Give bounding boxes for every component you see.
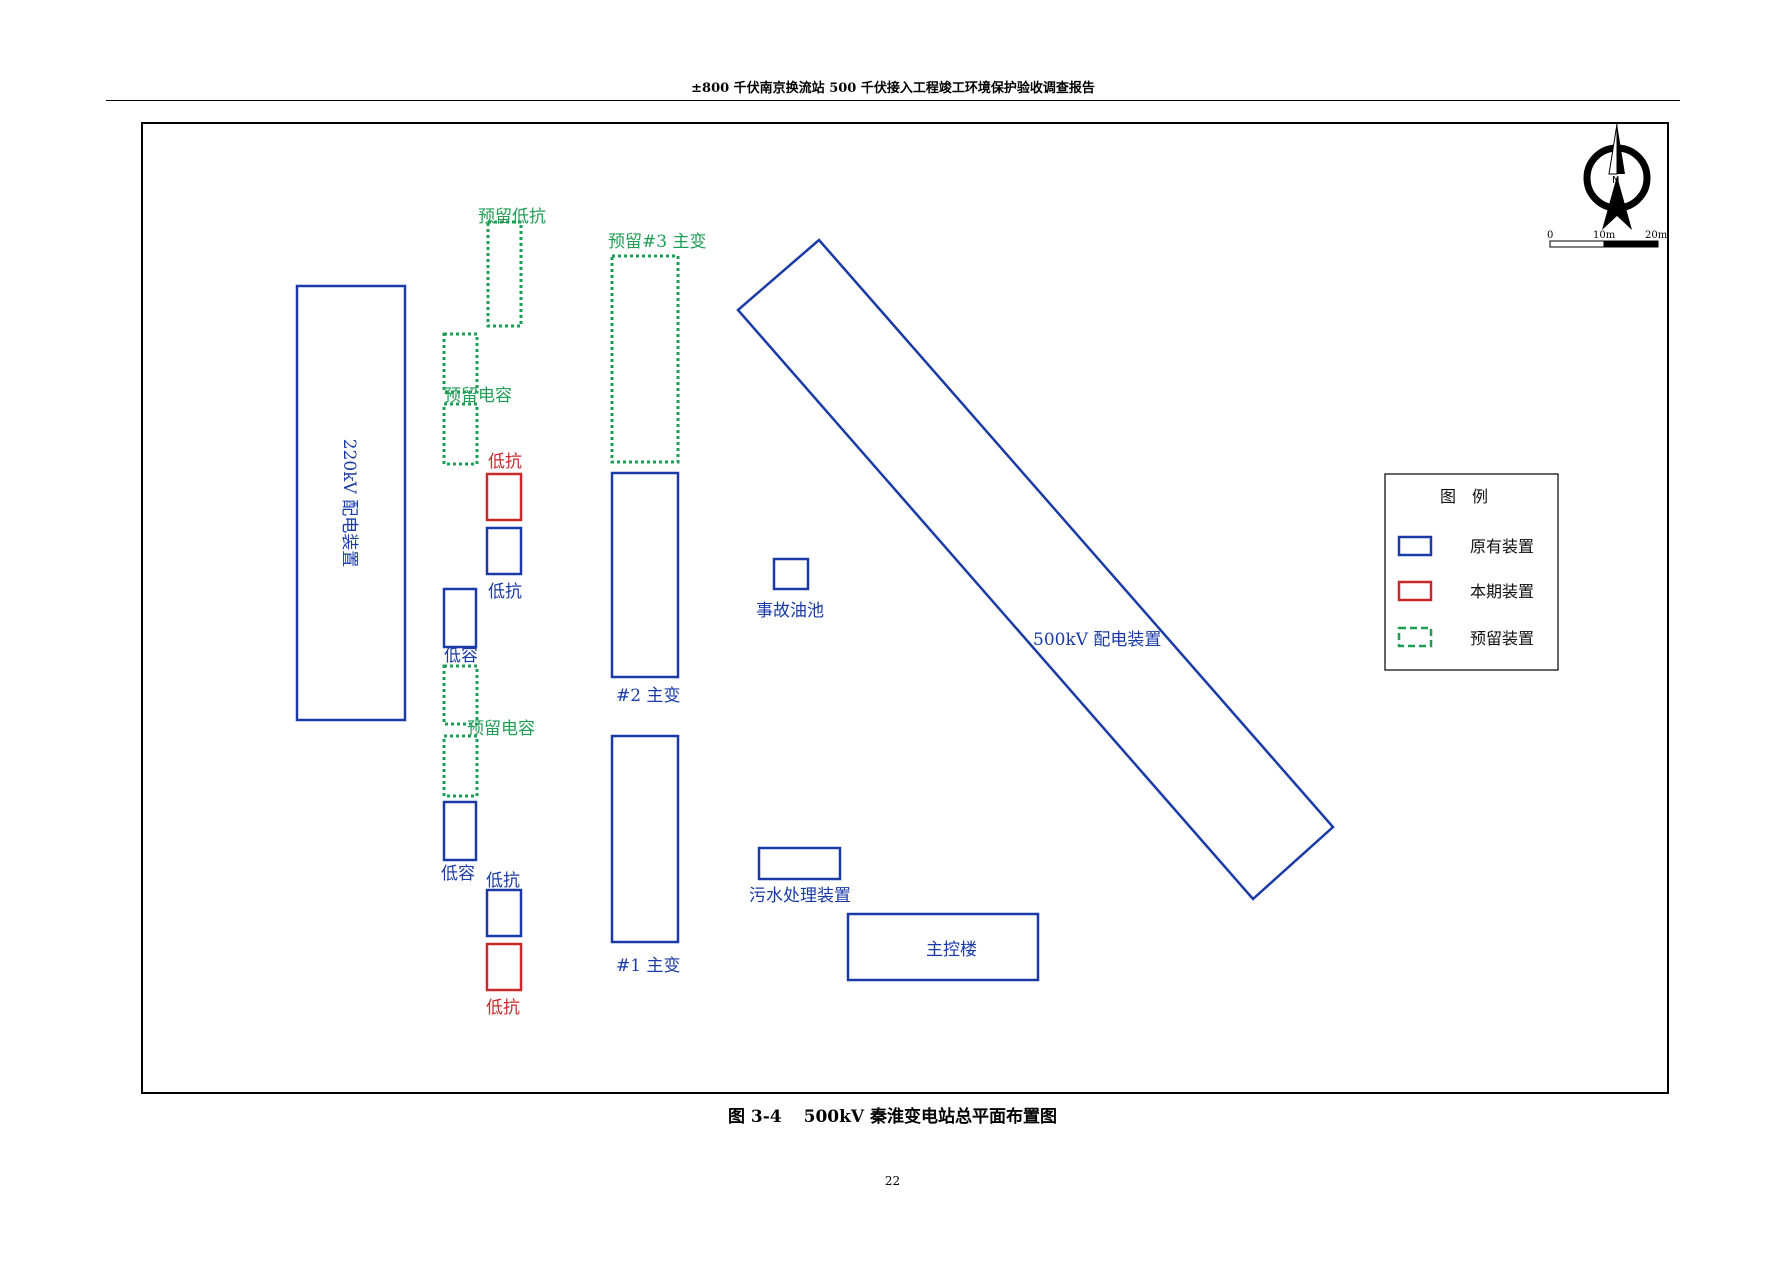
legend: 图 例 原有装置 本期装置 预留装置 — [1384, 473, 1559, 671]
main2-label: #2 主变 — [616, 686, 680, 706]
reserved-low-reactor-top-label: 预留低抗 — [478, 207, 546, 227]
legend-label-reserved: 预留装置 — [1470, 629, 1534, 648]
legend-title: 图 例 — [1440, 487, 1488, 506]
main-transformer-1 — [610, 734, 680, 944]
reserved-main-transformer-3 — [610, 254, 680, 464]
legend-label-existing: 原有装置 — [1470, 537, 1534, 556]
sewage-label: 污水处理装置 — [749, 886, 851, 906]
scale-tick-0: 0 — [1547, 230, 1553, 241]
oil-pool-label: 事故油池 — [756, 601, 824, 621]
scale-bar: 0 10m 20m — [1547, 230, 1668, 248]
north-label: N — [1612, 175, 1619, 186]
red-low-reactor-top-label: 低抗 — [488, 452, 522, 472]
main-transformer-2 — [610, 471, 680, 679]
legend-swatch-existing — [1397, 535, 1433, 557]
reserved-capacitor-mid-a — [442, 664, 479, 726]
legend-label-current: 本期装置 — [1470, 582, 1534, 601]
blue-low-reactor-bottom-label: 低抗 — [486, 871, 520, 891]
switchyard-500kv-label: 500kV 配电装置 — [1033, 630, 1161, 650]
reserved-capacitor-top-a — [442, 332, 479, 394]
scale-tick-20m: 20m — [1645, 230, 1668, 241]
site-plan-frame — [141, 122, 1669, 1094]
reserved-capacitor-mid-label: 预留电容 — [467, 719, 535, 739]
switchyard-220kv-label: 220kV 配电装置 — [339, 439, 359, 567]
legend-swatch-current — [1397, 580, 1433, 602]
current-low-reactor-bottom — [485, 942, 523, 992]
switchyard-220kv — [295, 284, 407, 722]
scale-tick-10m: 10m — [1593, 230, 1616, 241]
north-arrow-icon: N — [1583, 123, 1651, 230]
switchyard-500kv — [736, 238, 1335, 901]
reserved-capacitor-top-label: 预留电容 — [444, 386, 512, 406]
low-capacitor-top-label: 低容 — [444, 646, 478, 666]
reserved-capacitor-top-b — [442, 402, 479, 466]
figure-caption: 图 3-4 500kV 秦淮变电站总平面布置图 — [0, 1102, 1785, 1127]
sewage-treatment — [757, 846, 842, 881]
low-capacitor-bottom-label: 低容 — [441, 864, 475, 884]
reserved-capacitor-mid-b — [442, 734, 479, 798]
blue-low-reactor-top-label: 低抗 — [488, 582, 522, 602]
existing-low-capacitor-top — [442, 587, 478, 649]
reserved-main3-label: 预留#3 主变 — [608, 232, 706, 252]
existing-low-capacitor-bottom — [442, 800, 478, 862]
main-control-building — [846, 912, 1040, 982]
reserved-low-reactor-top — [486, 220, 523, 328]
main1-label: #1 主变 — [616, 956, 680, 976]
control-building-label: 主控楼 — [926, 940, 977, 960]
page-header: ±800 千伏南京换流站 500 千伏接入工程竣工环境保护验收调查报告 — [106, 74, 1680, 101]
legend-box — [1384, 473, 1559, 671]
header-title: ±800 千伏南京换流站 500 千伏接入工程竣工环境保护验收调查报告 — [691, 81, 1095, 96]
red-low-reactor-bottom-label: 低抗 — [486, 998, 520, 1018]
current-low-reactor-top — [485, 472, 523, 522]
legend-swatch-reserved — [1397, 626, 1433, 648]
figure-title: 500kV 秦淮变电站总平面布置图 — [803, 1107, 1057, 1127]
accident-oil-pool — [772, 557, 810, 591]
existing-low-reactor-bottom — [485, 888, 523, 938]
existing-low-reactor-top — [485, 526, 523, 576]
page-number: 22 — [884, 1174, 901, 1188]
figure-number: 图 3-4 — [727, 1107, 782, 1127]
